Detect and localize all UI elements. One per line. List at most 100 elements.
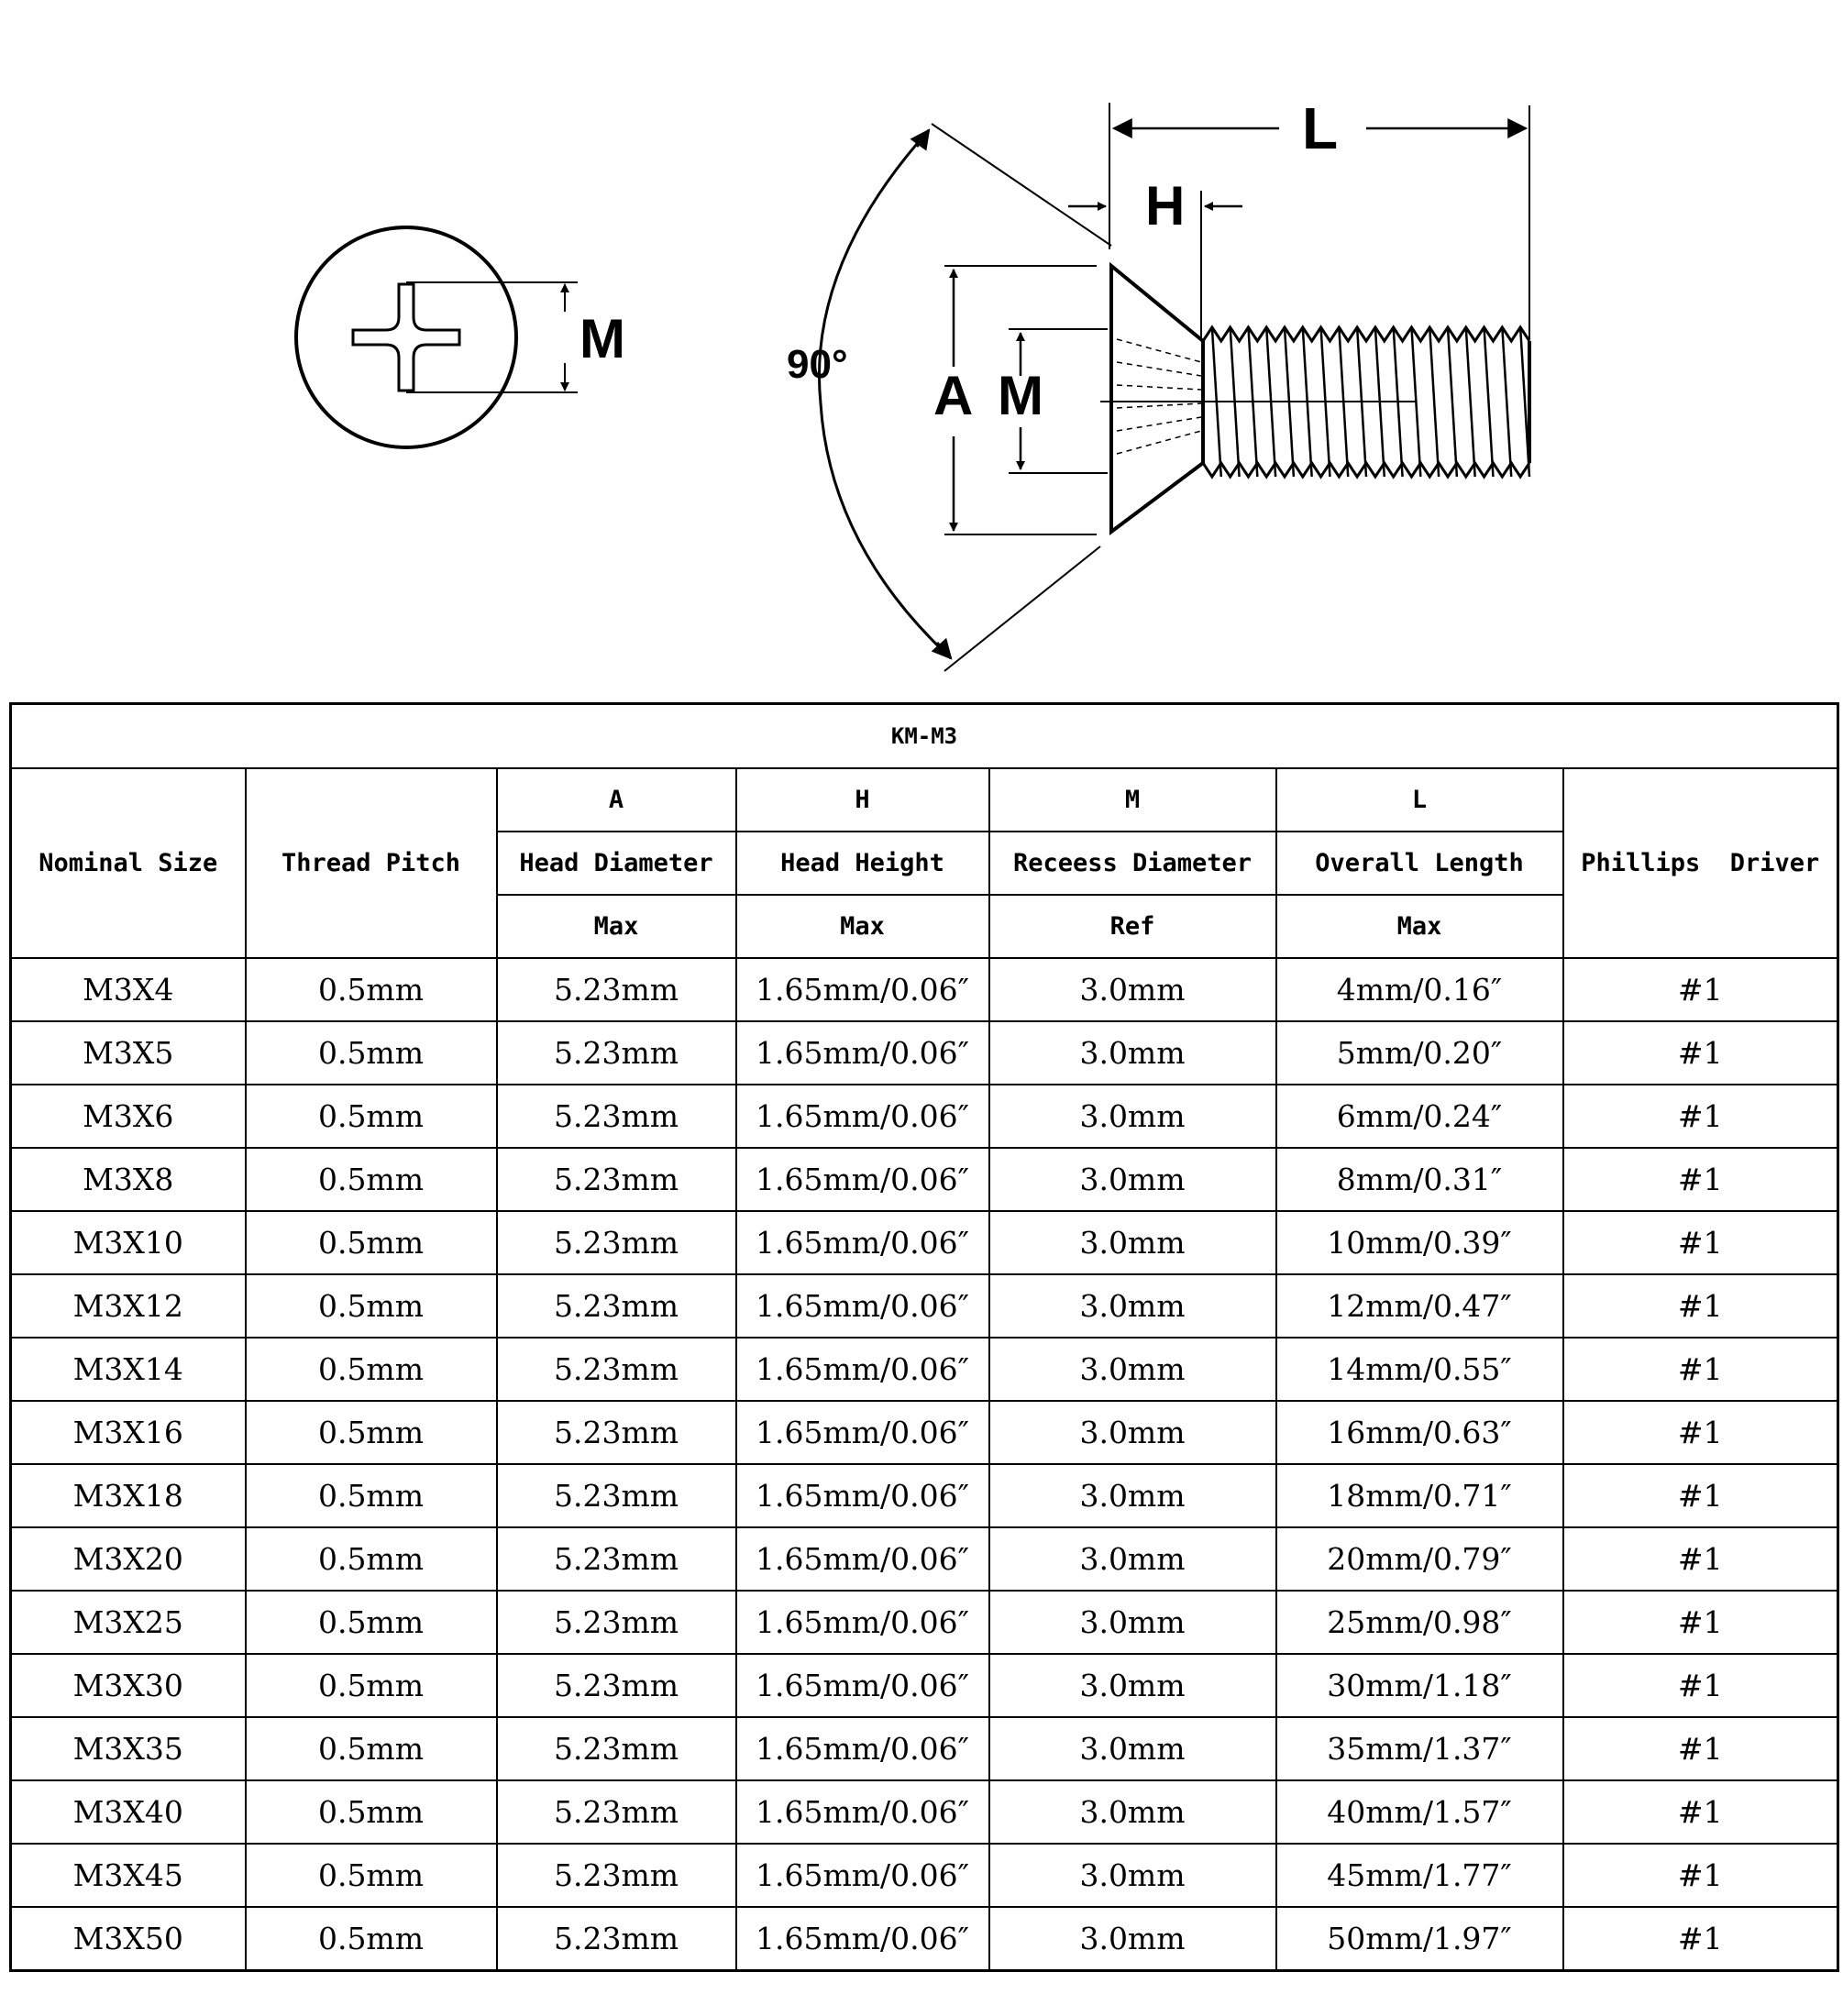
cell-nominal-size: M3X50 [9, 1906, 247, 1972]
cell-phillips-driver: #1 [1562, 1273, 1839, 1338]
cell-recess-diameter: 3.0mm [988, 1779, 1277, 1845]
cell-recess-diameter: 3.0mm [988, 1400, 1277, 1465]
cell-nominal-size: M3X14 [9, 1337, 247, 1402]
cell-head-height: 1.65mm/0.06″ [734, 1843, 990, 1908]
cell-head-height: 1.65mm/0.06″ [734, 1526, 990, 1592]
cell-overall-length: 18mm/0.71″ [1275, 1463, 1564, 1528]
cell-thread-pitch: 0.5mm [244, 1779, 498, 1845]
cell-head-diameter: 5.23mm [495, 1210, 737, 1275]
cell-thread-pitch: 0.5mm [244, 1020, 498, 1085]
header-symbol-h: H [734, 767, 990, 832]
top-view-m-label: M [579, 308, 625, 369]
cell-nominal-size: M3X30 [9, 1653, 247, 1718]
cell-recess-diameter: 3.0mm [988, 1020, 1277, 1085]
cell-head-height: 1.65mm/0.06″ [734, 957, 990, 1022]
cell-overall-length: 10mm/0.39″ [1275, 1210, 1564, 1275]
cell-head-diameter: 5.23mm [495, 1337, 737, 1402]
header-symbol-a: A [495, 767, 737, 832]
cell-overall-length: 8mm/0.31″ [1275, 1147, 1564, 1212]
cell-overall-length: 16mm/0.63″ [1275, 1400, 1564, 1465]
cell-head-diameter: 5.23mm [495, 1400, 737, 1465]
cell-head-height: 1.65mm/0.06″ [734, 1400, 990, 1465]
cell-phillips-driver: #1 [1562, 1716, 1839, 1781]
cell-phillips-driver: #1 [1562, 1337, 1839, 1402]
cell-thread-pitch: 0.5mm [244, 1147, 498, 1212]
cell-phillips-driver: #1 [1562, 1590, 1839, 1655]
cell-head-height: 1.65mm/0.06″ [734, 1463, 990, 1528]
cell-overall-length: 12mm/0.47″ [1275, 1273, 1564, 1338]
cell-nominal-size: M3X20 [9, 1526, 247, 1592]
header-head-height: Head Height [734, 831, 990, 896]
cell-phillips-driver: #1 [1562, 1843, 1839, 1908]
cell-head-diameter: 5.23mm [495, 1273, 737, 1338]
cell-head-height: 1.65mm/0.06″ [734, 1337, 990, 1402]
cell-nominal-size: M3X5 [9, 1020, 247, 1085]
cell-recess-diameter: 3.0mm [988, 1653, 1277, 1718]
header-qualifier-m: Ref [988, 894, 1277, 959]
cell-thread-pitch: 0.5mm [244, 1400, 498, 1465]
cell-phillips-driver: #1 [1562, 1147, 1839, 1212]
cell-recess-diameter: 3.0mm [988, 1084, 1277, 1149]
header-overall-length: Overall Length [1275, 831, 1564, 896]
cell-phillips-driver: #1 [1562, 957, 1839, 1022]
header-recess-diameter: Receess Diameter [988, 831, 1277, 896]
cell-recess-diameter: 3.0mm [988, 1716, 1277, 1781]
cell-nominal-size: M3X40 [9, 1779, 247, 1845]
cell-overall-length: 40mm/1.57″ [1275, 1779, 1564, 1845]
cell-recess-diameter: 3.0mm [988, 1843, 1277, 1908]
cell-thread-pitch: 0.5mm [244, 957, 498, 1022]
cell-recess-diameter: 3.0mm [988, 1590, 1277, 1655]
cell-thread-pitch: 0.5mm [244, 1590, 498, 1655]
cell-phillips-driver: #1 [1562, 1463, 1839, 1528]
cell-nominal-size: M3X16 [9, 1400, 247, 1465]
cell-head-diameter: 5.23mm [495, 1463, 737, 1528]
cell-thread-pitch: 0.5mm [244, 1526, 498, 1592]
side-view: 90° A M [787, 95, 1531, 672]
phillips-recess-icon [351, 282, 461, 392]
l-label: L [1302, 95, 1338, 161]
cell-head-diameter: 5.23mm [495, 1843, 737, 1908]
cell-nominal-size: M3X35 [9, 1716, 247, 1781]
top-view: M [294, 226, 625, 449]
h-label: H [1145, 175, 1185, 237]
cell-head-height: 1.65mm/0.06″ [734, 1906, 990, 1972]
cell-head-height: 1.65mm/0.06″ [734, 1590, 990, 1655]
cell-nominal-size: M3X8 [9, 1147, 247, 1212]
angle-arc [817, 128, 953, 660]
cell-overall-length: 35mm/1.37″ [1275, 1716, 1564, 1781]
a-label: A [933, 365, 973, 426]
header-thread-pitch: Thread Pitch [244, 767, 498, 959]
cell-overall-length: 20mm/0.79″ [1275, 1526, 1564, 1592]
cell-overall-length: 45mm/1.77″ [1275, 1843, 1564, 1908]
cell-nominal-size: M3X10 [9, 1210, 247, 1275]
cell-nominal-size: M3X25 [9, 1590, 247, 1655]
cell-phillips-driver: #1 [1562, 1020, 1839, 1085]
threaded-shank [1100, 325, 1531, 479]
cell-thread-pitch: 0.5mm [244, 1084, 498, 1149]
cell-nominal-size: M3X4 [9, 957, 247, 1022]
cell-head-diameter: 5.23mm [495, 1526, 737, 1592]
header-qualifier-h: Max [734, 894, 990, 959]
cell-head-diameter: 5.23mm [495, 1084, 737, 1149]
cell-head-diameter: 5.23mm [495, 1590, 737, 1655]
screw-head-circle [294, 226, 518, 449]
cell-thread-pitch: 0.5mm [244, 1843, 498, 1908]
cell-head-diameter: 5.23mm [495, 1020, 737, 1085]
cell-head-height: 1.65mm/0.06″ [734, 1653, 990, 1718]
cell-recess-diameter: 3.0mm [988, 1463, 1277, 1528]
cell-head-diameter: 5.23mm [495, 1147, 737, 1212]
header-symbol-l: L [1275, 767, 1564, 832]
cell-thread-pitch: 0.5mm [244, 1463, 498, 1528]
cell-head-height: 1.65mm/0.06″ [734, 1716, 990, 1781]
